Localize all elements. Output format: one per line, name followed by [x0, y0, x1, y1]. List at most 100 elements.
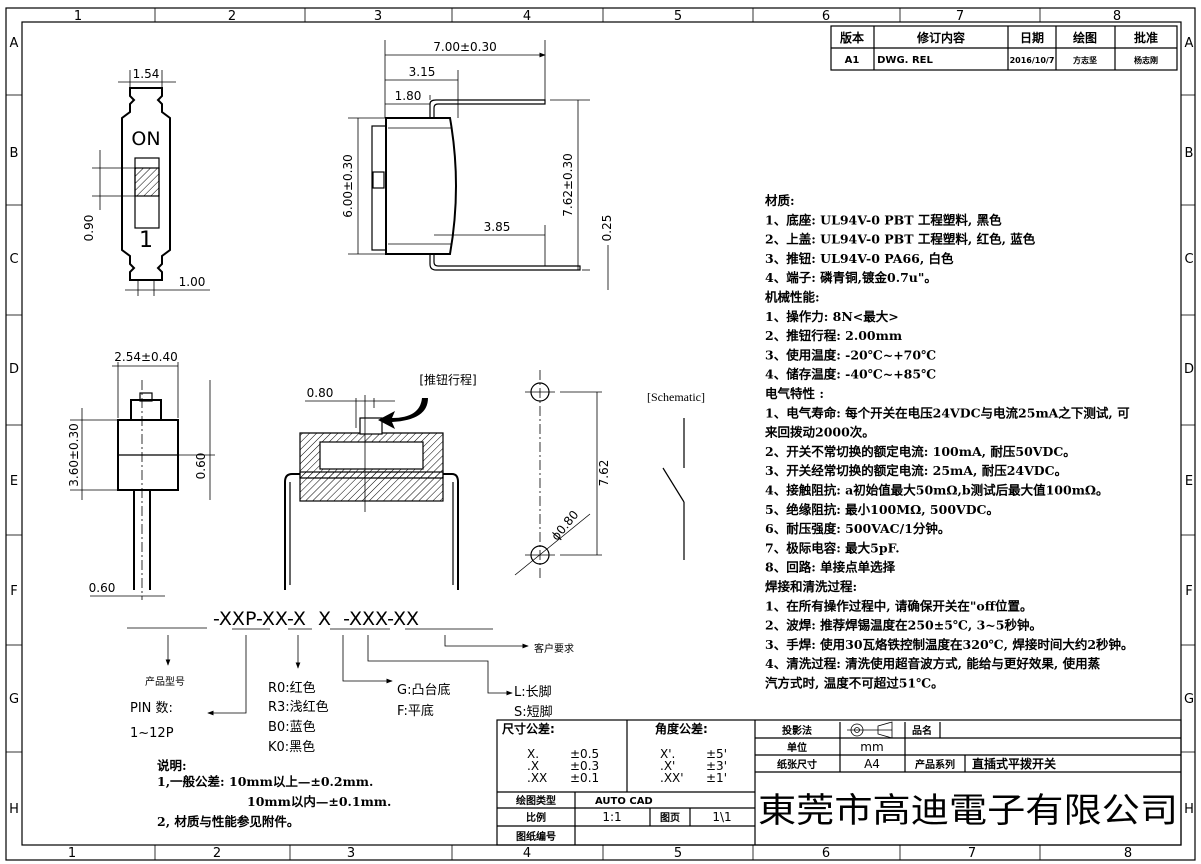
- name-label: 品名: [912, 724, 932, 737]
- rev-approved-by: 杨志刚: [1134, 55, 1158, 65]
- section-view: 0.80 [推钮行程]: [284, 372, 477, 590]
- spec-line: 4、端子: 磷青铜,镀金0.7u"。: [765, 270, 937, 285]
- side-view: 7.00±0.30 3.15 1.80 6.00±0.30 7.62±0.30 …: [341, 40, 614, 290]
- grid-row-label: G: [1184, 692, 1194, 707]
- dim-thick: 0.25: [600, 215, 614, 242]
- rev-header: 绘图: [1073, 30, 1097, 45]
- spec-line: 汽方式时, 温度不可超过51℃。: [765, 676, 944, 691]
- angle-tol-label: 角度公差:: [655, 721, 708, 736]
- grid-row-label: F: [1185, 584, 1192, 599]
- notes: 说明: 1,一般公差: 10mm以上—±0.2mm. 10mm以内—±0.1mm…: [157, 758, 391, 829]
- color-option: K0:黑色: [268, 739, 315, 755]
- spec-line: 2、推钮行程: 2.00mm: [765, 328, 902, 343]
- grid-row-label: B: [1185, 146, 1194, 161]
- spec-line: 2、波焊: 推荐焊锡温度在250±5℃, 3~5秒钟。: [765, 618, 1042, 633]
- color-option: B0:蓝色: [268, 719, 316, 735]
- grid-col-label: 7: [956, 9, 964, 24]
- note-line: 10mm以内—±0.1mm.: [247, 794, 391, 809]
- grid-col-label: 6: [822, 846, 830, 861]
- spec-line: 2、上盖: UL94V-0 PBT 工程塑料, 红色, 蓝色: [765, 232, 1036, 247]
- grid-col-label: 5: [674, 846, 682, 861]
- spec-line: 3、开关经常切换的额定电流: 25mA, 耐压24VDC。: [765, 463, 1067, 478]
- spec-line: 来回拨动2000次。: [764, 425, 875, 440]
- top-view: ON 1 1.54 0.90 1.00: [82, 67, 210, 296]
- product-model-label: 产品型号: [145, 675, 185, 688]
- dim-button: 0.60: [194, 453, 208, 480]
- tol-value: ±5': [706, 747, 727, 761]
- dim-height: 3.60±0.30: [67, 423, 81, 487]
- dim-a: 3.15: [409, 65, 436, 79]
- part-number-code: -XXP-XX-X X -XXX-XX: [213, 608, 419, 630]
- grid-col-label: 7: [968, 846, 976, 861]
- grid-row-label: H: [1184, 802, 1194, 817]
- spec-line: 6、耐压强度: 500VAC/1分钟。: [765, 521, 950, 536]
- dim-c: 3.85: [484, 220, 511, 234]
- rev-header: 批准: [1134, 30, 1158, 45]
- dim-travel: 0.80: [307, 386, 334, 400]
- projection-label: 投影法: [782, 724, 812, 737]
- spec-line: 3、手焊: 使用30瓦烙铁控制温度在320℃, 焊接时间大约2秒钟。: [765, 637, 1134, 652]
- position-one-label: 1: [139, 228, 153, 253]
- rev-date: 2016/10/7: [1010, 56, 1055, 65]
- rev-content: DWG. REL: [877, 55, 933, 66]
- leg-option: L:长脚: [514, 684, 552, 700]
- tol-value: ±1': [706, 771, 727, 785]
- paper-size: A4: [864, 757, 880, 771]
- grid-row-label: A: [10, 36, 19, 51]
- grid-col-label: 1: [68, 846, 76, 861]
- spec-line: 机械性能:: [765, 290, 820, 305]
- tol-value: ±0.1: [570, 771, 599, 785]
- unit: mm: [860, 740, 883, 754]
- grid-row-label: G: [9, 692, 19, 707]
- specifications: 材质:1、底座: UL94V-0 PBT 工程塑料, 黑色2、上盖: UL94V…: [764, 193, 1134, 691]
- dim-length: 7.00±0.30: [433, 40, 497, 54]
- grid-row-label: C: [9, 252, 18, 267]
- dim-lead: 0.60: [89, 581, 116, 595]
- rev-header: 修订内容: [916, 30, 965, 45]
- base-option: G:凸台底: [397, 682, 450, 698]
- tol-key: .X: [527, 759, 539, 773]
- schematic: [Schematic]: [647, 390, 705, 560]
- tol-key: X'.: [660, 747, 675, 761]
- revision-table: 版本 修订内容 日期 绘图 批准 A1 DWG. REL 2016/10/7 方…: [830, 25, 1178, 71]
- grid-row-label: C: [1184, 252, 1193, 267]
- spec-line: 2、开关不常切换的额定电流: 100mA, 耐压50VDC。: [765, 444, 1076, 459]
- pin-label: PIN 数:: [130, 701, 173, 716]
- notes-title: 说明:: [157, 758, 187, 773]
- dim-pitch: 7.62: [597, 460, 611, 487]
- grid-col-label: 2: [228, 9, 236, 24]
- dim-lead: 1.00: [179, 275, 206, 289]
- grid-col-label: 4: [523, 9, 531, 24]
- dim-width: 1.54: [133, 67, 160, 81]
- tol-key: X.: [527, 747, 539, 761]
- page-label: 图页: [660, 812, 680, 824]
- drawing-type: AUTO CAD: [595, 796, 653, 807]
- spec-line: 1、操作力: 8N<最大>: [765, 309, 899, 324]
- spec-line: 8、回路: 单接点单选择: [765, 560, 896, 575]
- rev-version: A1: [845, 55, 860, 66]
- tol-value: ±0.5: [570, 747, 599, 761]
- drawing-no-label: 图纸编号: [516, 830, 556, 843]
- tol-key: .XX: [527, 771, 547, 785]
- spec-line: 1、在所有操作过程中, 请确保开关在"off位置。: [765, 598, 1033, 613]
- tol-key: .XX': [660, 771, 684, 785]
- drawing-frame: 1 2 3 4 5 6 7 8 1 2 3 4 5 6 7 8 A B C D …: [5, 7, 1196, 861]
- base-option: F:平底: [397, 703, 434, 719]
- front-view: 2.54±0.40 3.60±0.30 0.60 0.60: [67, 350, 215, 600]
- drawing-type-label: 绘图类型: [516, 794, 556, 807]
- spec-line: 4、清洗过程: 清洗使用超音波方式, 能给与更好效果, 使用蒸: [765, 656, 1101, 671]
- spec-line: 3、推钮: UL94V-0 PA66, 白色: [765, 251, 954, 266]
- company-name: 東莞市高迪電子有限公司: [758, 791, 1178, 831]
- color-option: R0:红色: [268, 680, 316, 696]
- grid-row-label: E: [10, 474, 18, 489]
- grid-row-label: F: [10, 584, 17, 599]
- pin-range: 1~12P: [130, 726, 174, 741]
- push-direction-arrow-icon: [378, 398, 428, 429]
- tol-value: ±0.3: [570, 759, 599, 773]
- spec-line: 1、电气寿命: 每个开关在电压24VDC与电流25mA之下测试, 可: [765, 405, 1130, 420]
- page: 1\1: [712, 810, 731, 824]
- hole-pattern: 7.62 ϕ0.80: [514, 370, 611, 580]
- grid-row-label: D: [1184, 362, 1194, 377]
- travel-label: [推钮行程]: [419, 372, 476, 387]
- note-line: 2, 材质与性能参见附件。: [157, 814, 299, 829]
